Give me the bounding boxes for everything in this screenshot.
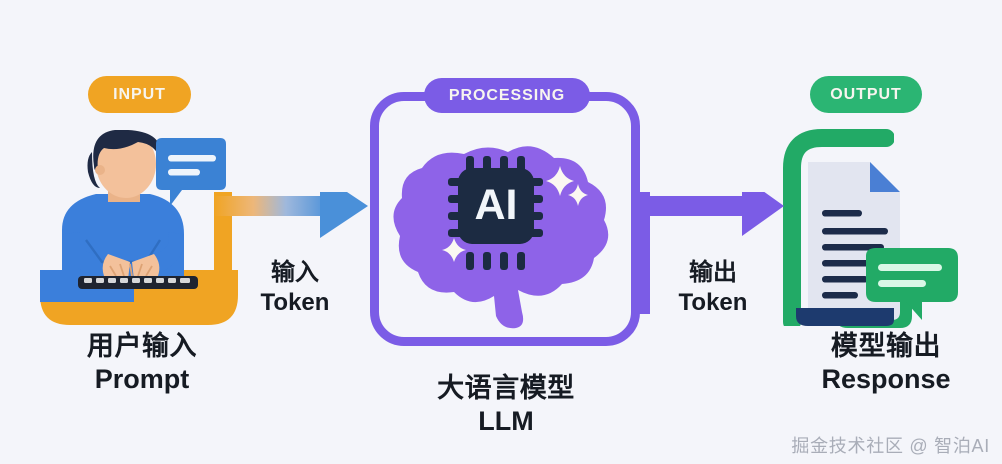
- input-token-cn: 输入: [271, 259, 319, 286]
- badge-processing: PROCESSING: [424, 78, 590, 113]
- output-token-cn: 输出: [689, 259, 737, 286]
- speech-bubble-icon: [156, 138, 226, 206]
- output-token-en: Token: [678, 288, 748, 316]
- caption-output-en: Response: [821, 363, 951, 394]
- input-token-label: 输入 Token: [236, 258, 354, 318]
- response-document-icon: [796, 162, 958, 328]
- caption-input: 用户输入 Prompt: [22, 330, 262, 396]
- caption-input-en: Prompt: [94, 363, 190, 394]
- caption-output: 模型输出 Response: [770, 330, 1002, 396]
- caption-llm-cn: 大语言模型: [437, 373, 575, 403]
- output-arrow-icon: [632, 192, 784, 314]
- brain-icon: AI: [393, 146, 609, 329]
- user-illustration: [40, 130, 238, 325]
- chip-label: AI: [475, 181, 518, 229]
- caption-output-cn: 模型输出: [830, 331, 942, 361]
- badge-output: OUTPUT: [810, 76, 922, 113]
- output-token-label: 输出 Token: [654, 258, 772, 318]
- output-bracket-icon: [783, 129, 894, 326]
- input-token-en: Token: [260, 288, 330, 316]
- caption-llm: 大语言模型 LLM: [378, 372, 634, 438]
- watermark: 掘金技术社区 @ 智泊AI: [791, 436, 990, 456]
- badge-input: INPUT: [88, 76, 191, 113]
- caption-llm-en: LLM: [478, 405, 534, 436]
- sparkle-icon: [442, 166, 588, 262]
- ai-chip-icon: AI: [448, 156, 543, 270]
- caption-input-cn: 用户输入: [86, 331, 198, 361]
